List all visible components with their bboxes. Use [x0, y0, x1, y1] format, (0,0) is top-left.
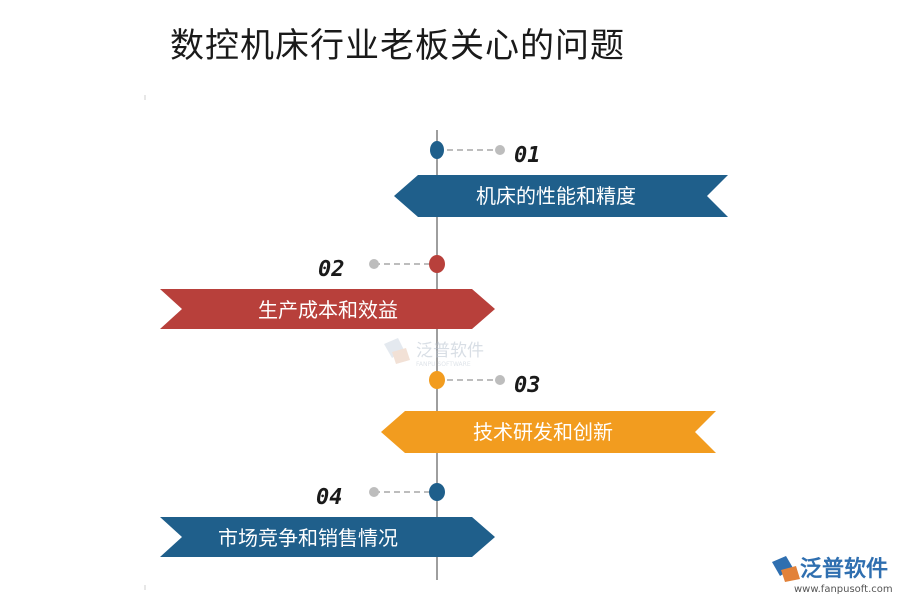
- label-banner: [394, 175, 728, 217]
- timeline-item-03: 03 技术研发和创新: [381, 371, 716, 453]
- brand-logo-icon: [772, 556, 800, 582]
- banner-label: 生产成本和效益: [258, 298, 398, 322]
- connector-dot: [495, 145, 505, 155]
- item-number: 01: [514, 143, 541, 168]
- brand-logo-cn: 泛普软件: [800, 556, 888, 582]
- label-banner: [381, 411, 716, 453]
- brand-logo-url: www.fanpusoft.com: [794, 584, 893, 595]
- item-number: 02: [318, 257, 345, 282]
- banner-label: 技术研发和创新: [473, 420, 613, 444]
- watermark-cn: 泛普软件: [416, 341, 484, 361]
- timeline-node: [429, 255, 445, 273]
- brand-logo: 泛普软件 www.fanpusoft.com: [772, 556, 893, 595]
- item-number: 03: [514, 373, 541, 398]
- watermark-logo-icon: [384, 338, 410, 364]
- item-number: 04: [316, 485, 343, 510]
- label-banner: [160, 517, 495, 557]
- page-title: 数控机床行业老板关心的问题: [170, 26, 625, 66]
- connector-dot: [369, 487, 379, 497]
- banner-label: 市场竞争和销售情况: [218, 526, 398, 550]
- connector-dot: [369, 259, 379, 269]
- timeline-node: [430, 141, 444, 159]
- connector-dot: [495, 375, 505, 385]
- timeline-node: [429, 483, 445, 501]
- banner-label: 机床的性能和精度: [476, 184, 636, 208]
- timeline-node: [429, 371, 445, 389]
- watermark: 泛普软件 FANPU SOFTWARE: [384, 338, 484, 368]
- label-banner: [160, 289, 495, 329]
- watermark-en: FANPU SOFTWARE: [416, 361, 471, 368]
- timeline-item-02: 02 生产成本和效益: [160, 255, 495, 329]
- timeline-item-01: 01 机床的性能和精度: [394, 141, 728, 217]
- timeline-item-04: 04 市场竞争和销售情况: [160, 483, 495, 557]
